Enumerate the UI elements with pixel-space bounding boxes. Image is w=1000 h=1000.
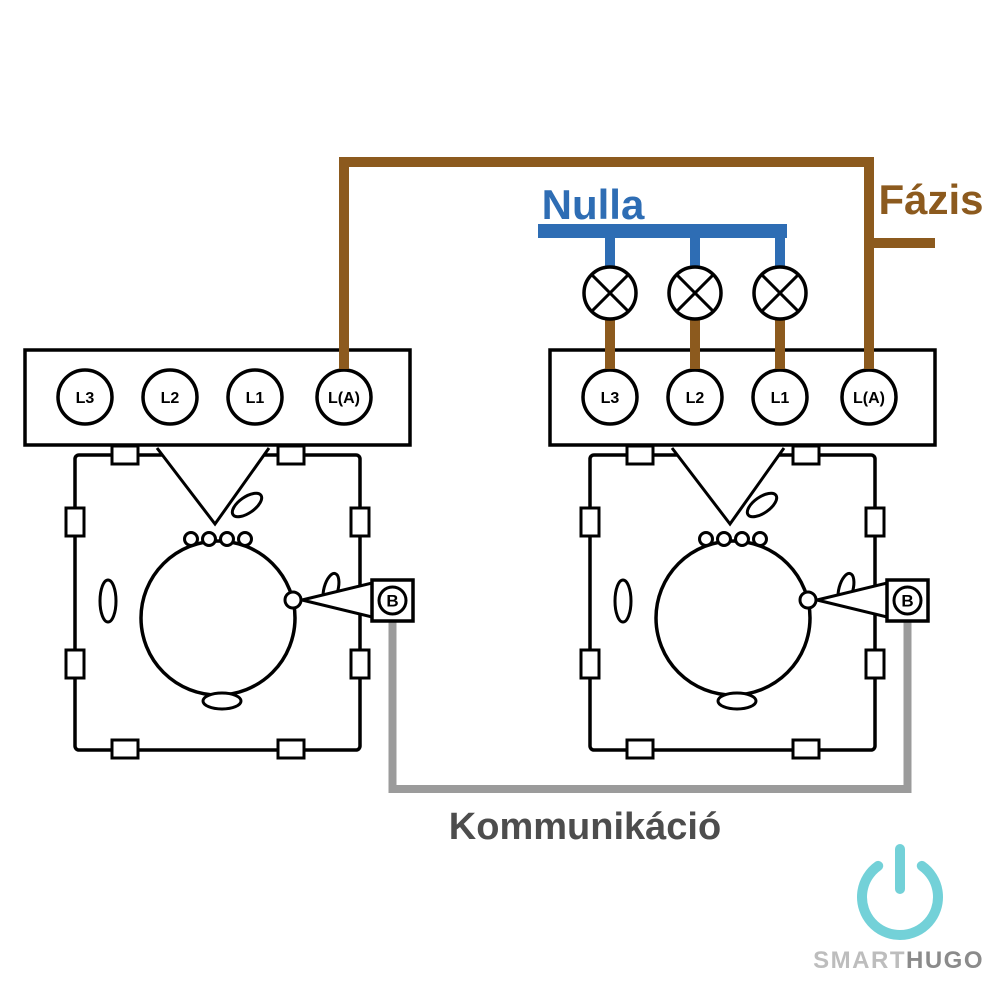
switch-module-left xyxy=(64,444,415,760)
terminal-label-l2-right: L2 xyxy=(686,390,705,407)
terminal-label-l1-right: L1 xyxy=(771,390,790,407)
lamp-icon xyxy=(582,265,638,321)
terminal-label-l3-left: L3 xyxy=(76,390,95,407)
comm-port-label-right: B xyxy=(901,592,913,611)
phase-wire xyxy=(339,157,874,369)
brand-logo: SMART HUGO xyxy=(813,844,984,974)
power-icon xyxy=(857,860,943,941)
communication-wire xyxy=(388,612,912,793)
terminal-label-l1-left: L1 xyxy=(246,390,265,407)
neutral-drop-wires xyxy=(605,231,785,270)
switch-module-right xyxy=(579,444,930,760)
lamp-phase-wires xyxy=(605,316,785,369)
lamp-icon xyxy=(667,265,723,321)
lamp-icon xyxy=(752,265,808,321)
terminal-label-la-left: L(A) xyxy=(328,390,360,407)
terminal-label-l3-right: L3 xyxy=(601,390,620,407)
neutral-label: Nulla xyxy=(542,181,645,228)
phase-label: Fázis xyxy=(878,176,983,223)
terminal-label-l2-left: L2 xyxy=(161,390,180,407)
comm-port-label-left: B xyxy=(386,592,398,611)
terminal-label-la-right: L(A) xyxy=(853,390,885,407)
communication-label: Kommunikáció xyxy=(449,806,721,848)
brand-hugo: HUGO xyxy=(906,947,984,974)
brand-smart: SMART xyxy=(813,947,906,974)
